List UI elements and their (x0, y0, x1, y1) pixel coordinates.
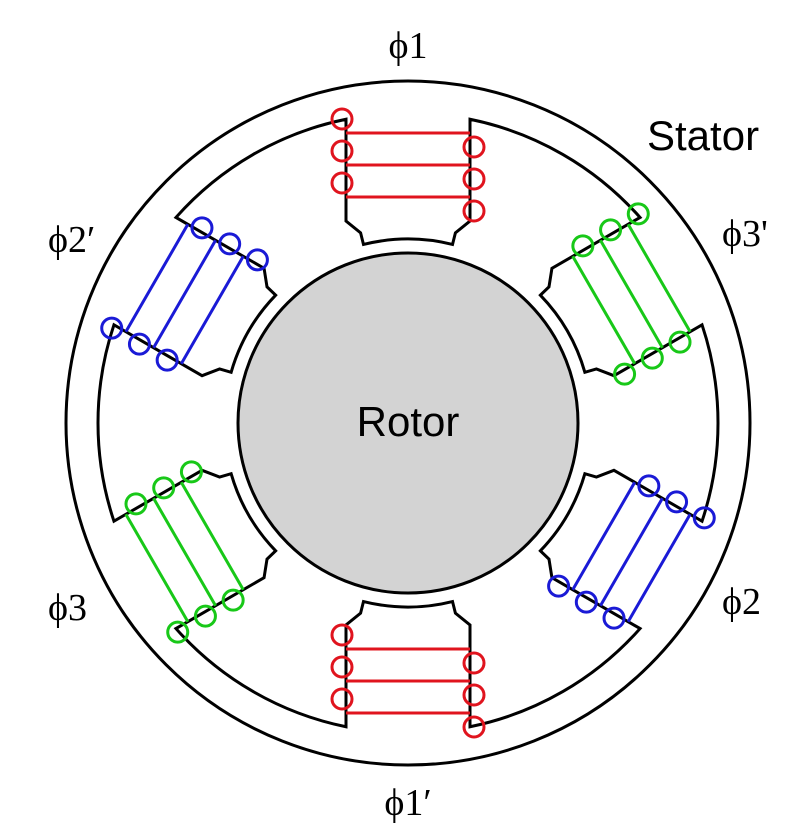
pole-phase2-winding (547, 474, 716, 630)
pole-phase3-prime-winding (571, 202, 692, 386)
winding-loop (462, 199, 486, 223)
winding-loop (626, 202, 650, 226)
winding-loop (166, 620, 190, 644)
phase2-prime-label: ϕ2′ (48, 219, 95, 261)
winding-loop (100, 316, 124, 340)
winding-loop (640, 346, 664, 370)
winding-turn (179, 255, 245, 365)
winding-loop (637, 474, 661, 498)
winding-turn (124, 513, 190, 623)
stator-label: Stator (647, 112, 759, 159)
winding-loop (330, 171, 354, 195)
pole-phase3-winding (124, 460, 245, 644)
stator-inner-outline (96, 117, 720, 729)
winding-loop (218, 232, 242, 256)
winding-loop (462, 167, 486, 191)
winding-loop (668, 330, 692, 354)
winding-turn (599, 239, 664, 349)
winding-loop (330, 687, 354, 711)
phase1-label: ϕ1 (388, 25, 427, 67)
winding-loop (245, 248, 269, 272)
winding-loop (599, 218, 623, 242)
winding-loop (692, 506, 716, 530)
winding-loop (462, 135, 486, 159)
winding-turn (179, 481, 245, 591)
winding-turn (626, 223, 692, 333)
winding-loop (179, 460, 203, 484)
rotor (236, 251, 580, 595)
winding-loop (190, 216, 214, 240)
phase2-label: ϕ2 (722, 581, 761, 623)
winding-loop (124, 492, 148, 516)
winding-loop (574, 590, 598, 614)
winding-turn (626, 513, 692, 623)
winding-turn (571, 255, 637, 365)
phase3-label: ϕ3 (48, 587, 87, 629)
winding-loop (152, 476, 176, 500)
winding-loop (602, 606, 626, 630)
winding-turn (152, 239, 217, 349)
winding-turn (599, 497, 664, 607)
windings (100, 107, 716, 739)
winding-loop (155, 348, 179, 372)
winding-loop (665, 490, 689, 514)
winding-loop (221, 588, 245, 612)
pole-phase2-prime-winding (100, 216, 269, 372)
winding-loop (330, 655, 354, 679)
winding-turn (152, 497, 217, 607)
winding-loop (462, 683, 486, 707)
winding-turn (124, 223, 190, 333)
winding-loop (127, 332, 151, 356)
pole-phase1-top-winding (330, 107, 486, 223)
winding-turn (571, 481, 637, 591)
winding-loop (330, 139, 354, 163)
winding-loop (571, 234, 595, 258)
phase1-prime-label: ϕ1′ (384, 782, 431, 824)
winding-loop (547, 574, 571, 598)
pole-phase1-prime-winding (330, 623, 486, 739)
rotor-label: Rotor (357, 398, 460, 445)
winding-loop (462, 715, 486, 739)
winding-loop (613, 362, 637, 386)
stator-outer-ring (64, 79, 752, 767)
winding-loop (193, 604, 217, 628)
winding-loop (330, 107, 354, 131)
phase3-prime-label: ϕ3' (722, 213, 768, 255)
winding-loop (330, 623, 354, 647)
winding-loop (462, 651, 486, 675)
